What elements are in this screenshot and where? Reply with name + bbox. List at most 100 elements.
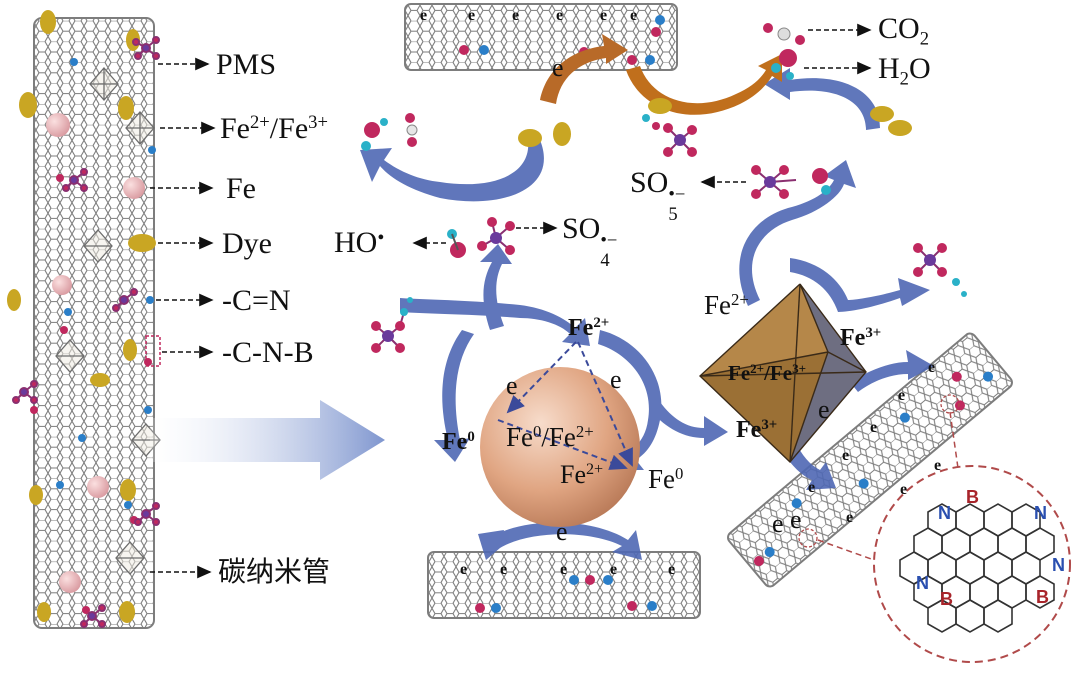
fe-ion-mid: /Fe: [269, 112, 309, 146]
co2-base: CO: [878, 12, 920, 45]
octa-fe3r-base: Fe: [840, 325, 866, 352]
octa-center-sup1: 2+: [750, 361, 765, 376]
atom-n-right: N: [1052, 555, 1065, 575]
ho-dot: •: [377, 227, 385, 249]
fe-sphere: [480, 341, 640, 527]
e-bottom-transfer: e: [556, 517, 568, 546]
atom-n-top-left: N: [938, 503, 951, 523]
e-sphere-left: e: [506, 371, 518, 400]
inset-structure: [798, 394, 1071, 663]
octa-center-sup2: 3+: [792, 361, 807, 376]
atom-b-bottom-right: B: [1036, 587, 1049, 607]
so4-radical-label: SO•−4: [562, 214, 622, 270]
ho-text: HO: [334, 226, 378, 259]
h2o-sub: 2: [899, 68, 909, 90]
e-diag-tube: e: [934, 457, 941, 474]
so5-sub: 5: [668, 204, 678, 225]
electron-labels: e e e e e e e e e e e e e e e e e e e e …: [420, 7, 941, 578]
e-diag-tube: e: [870, 419, 877, 436]
so5-base: SO: [630, 166, 669, 199]
legend-cnt-label: 碳纳米管: [218, 555, 331, 588]
e-top-tube: e: [468, 7, 475, 24]
sphere-fe2-inner-label: Fe2+: [560, 462, 603, 488]
legend-fe-ion-label: Fe2+/Fe3+: [220, 112, 328, 146]
molecules: [361, 23, 967, 353]
octa-center-label: Fe2+/Fe3+: [728, 362, 806, 384]
fe-ion-base: Fe: [220, 112, 250, 146]
sphere-center-b: /Fe: [541, 422, 576, 453]
atom-b-bottom-left: B: [940, 589, 953, 609]
atom-n-top-right: N: [1034, 503, 1047, 523]
so5-sup: •−: [668, 184, 686, 205]
diagonal-nanotube: [727, 332, 1013, 588]
e-diag-lower-2: e: [790, 505, 802, 534]
octa-center-b: /Fe: [764, 361, 793, 386]
fe2-inner-sup: 2+: [586, 461, 604, 479]
h2o-tail: O: [908, 52, 931, 85]
so5-radical-label: SO•−5: [630, 166, 690, 224]
fe0-right-sup: 0: [675, 464, 684, 483]
octa-fe3b-sup: 3+: [761, 417, 778, 433]
fe2-top-sup: 2+: [593, 315, 610, 331]
octa-fe2-top-label: Fe2+: [704, 290, 749, 321]
e-bottom-tube: e: [560, 561, 567, 578]
octa-fe2-sup: 2+: [731, 290, 749, 309]
fe-ion-sup2: 3+: [308, 112, 328, 133]
so4-sup: •−: [600, 230, 618, 251]
sphere-center-sup1: 0: [533, 422, 542, 441]
e-bottom-tube: e: [668, 561, 675, 578]
legend-arrows: [150, 57, 216, 579]
co2-label: CO2: [878, 14, 929, 49]
fe0-left-base: Fe: [442, 429, 468, 456]
legend-fe-label: Fe: [226, 172, 256, 205]
fe2-top-base: Fe: [568, 315, 594, 342]
big-transfer-arrow: [150, 400, 385, 480]
e-top-tube: e: [512, 7, 519, 24]
sphere-fe0-left-label: Fe0: [442, 429, 475, 456]
octa-fe3-right-label: Fe3+: [840, 325, 882, 352]
e-diag-tube: e: [842, 447, 849, 464]
sphere-center-label: Fe0/Fe2+: [506, 422, 594, 453]
e-octa: e: [818, 395, 830, 424]
e-top-tube: e: [630, 7, 637, 24]
octa-fe3-bottom-label: Fe3+: [736, 417, 778, 444]
sphere-center-a: Fe: [506, 422, 533, 453]
e-bottom-tube: e: [500, 561, 507, 578]
octa-fe3r-sup: 3+: [865, 325, 882, 341]
legend-cnb-label: -C-N-B: [222, 336, 314, 369]
e-diag-tube: e: [900, 481, 907, 498]
left-tube-decorations: [7, 10, 161, 628]
e-diag-tube: e: [928, 359, 935, 376]
atom-b-top: B: [966, 487, 979, 507]
legend-pms-label: PMS: [216, 48, 277, 81]
sphere-center-sup2: 2+: [575, 422, 594, 441]
octa-center-a: Fe: [728, 361, 751, 386]
fe0-right-base: Fe: [648, 464, 675, 495]
fe2-inner-base: Fe: [560, 460, 586, 489]
sphere-fe0-right-label: Fe0: [648, 464, 684, 495]
e-bottom-tube: e: [610, 561, 617, 578]
fe-octahedron: [698, 283, 867, 464]
legend-cn-label: -C=N: [222, 284, 291, 317]
e-bottom-tube: e: [460, 561, 467, 578]
product-arrows: [412, 23, 872, 250]
e-top-transfer: e: [552, 53, 564, 82]
octa-fe2-base: Fe: [704, 290, 731, 321]
octa-fe3b-base: Fe: [736, 417, 762, 444]
sphere-fe2-top-label: Fe2+: [568, 315, 610, 342]
e-top-tube: e: [600, 7, 607, 24]
h2o-base: H: [878, 52, 900, 85]
e-diag-tube: e: [898, 387, 905, 404]
fe-ion-sup1: 2+: [250, 112, 270, 133]
e-top-tube: e: [420, 7, 427, 24]
bottom-nanotube: [427, 551, 701, 619]
left-nanotube: [33, 17, 155, 629]
so4-sub: 4: [600, 250, 610, 271]
e-top-tube: e: [556, 7, 563, 24]
e-diag-tube: e: [808, 479, 815, 496]
h2o-label: H2O: [878, 54, 931, 89]
e-sphere-right: e: [610, 365, 622, 394]
co2-sub: 2: [919, 28, 929, 50]
legend-dye-label: Dye: [222, 227, 272, 260]
